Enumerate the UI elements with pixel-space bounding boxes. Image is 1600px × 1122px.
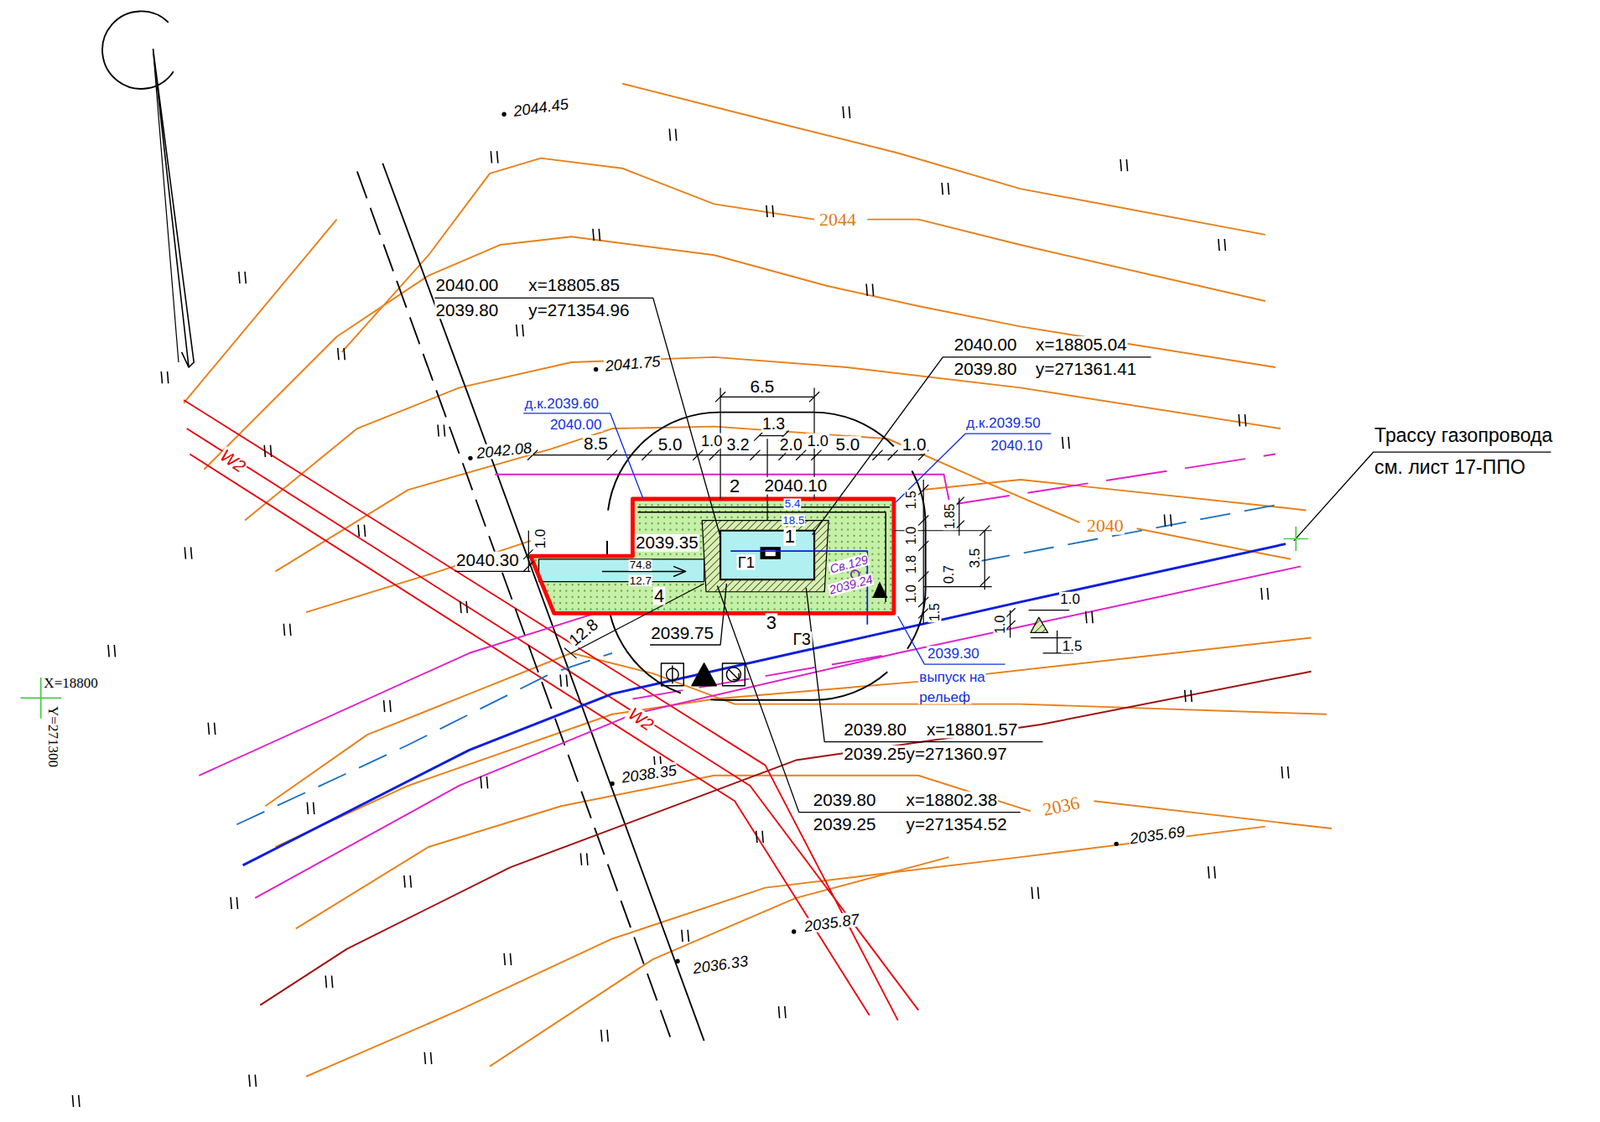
spot-elevation: 2038.35 bbox=[619, 762, 679, 786]
dimension-label: 2039.80 bbox=[842, 721, 908, 739]
dimension-label: 5.4 bbox=[784, 498, 802, 510]
dimension-label: 2039.30 bbox=[926, 645, 981, 660]
dimension-label: y=271360.97 bbox=[904, 745, 1008, 764]
coordinate-marker: Y=271300 bbox=[46, 705, 61, 769]
callout-number: Г3 bbox=[791, 631, 812, 648]
dimension-label: 12.7 bbox=[628, 575, 654, 587]
dimension-label: 1.5 bbox=[928, 602, 942, 623]
spot-elevation: 2042.08 bbox=[474, 439, 534, 461]
contour-label: 2036 bbox=[1040, 793, 1083, 820]
dimension-label: 74.8 bbox=[628, 559, 654, 571]
dimension-label: 1.8 bbox=[904, 554, 919, 575]
dimension-label: 18.5 bbox=[781, 514, 806, 526]
dimension-label: 5.0 bbox=[657, 436, 684, 454]
dimension-label: 1.0 bbox=[993, 613, 1008, 634]
dimension-label: 1.0 bbox=[532, 527, 547, 550]
contour-label: 2040 bbox=[1085, 516, 1125, 536]
callout-number: 1 bbox=[784, 527, 797, 546]
dimension-label: 2039.25 bbox=[812, 815, 878, 834]
dimension-label: 1.0 bbox=[1059, 592, 1081, 607]
dimension-label: 3.5 bbox=[967, 547, 982, 570]
dimension-label: 1.5 bbox=[904, 489, 919, 510]
dimension-label: 2039.75 bbox=[649, 624, 715, 643]
dimension-label: 0.7 bbox=[942, 564, 956, 585]
note-text: см. лист 17-ППО bbox=[1373, 457, 1527, 478]
dimension-label: 2039.35 bbox=[634, 534, 700, 552]
dimension-label: д.к.2039.60 bbox=[523, 395, 600, 411]
callout-number: 2 bbox=[728, 476, 742, 495]
spot-elevation: 2036.33 bbox=[690, 952, 750, 977]
dimension-label: 2040.00 bbox=[549, 417, 603, 432]
dimension-label: y=271354.96 bbox=[527, 301, 631, 320]
dimension-label: 3.2 bbox=[725, 436, 751, 453]
spot-elevation: 2041.75 bbox=[603, 353, 663, 374]
dimension-label: д.к.2039.50 bbox=[965, 415, 1042, 430]
dimension-label: 2040.00 bbox=[953, 336, 1019, 354]
dimension-label: 2040.10 bbox=[989, 437, 1044, 452]
dimension-label: x=18802.38 bbox=[904, 791, 998, 810]
dimension-label: 1.0 bbox=[904, 583, 919, 604]
spot-elevation: 2035.69 bbox=[1127, 823, 1187, 847]
dimension-label: 1.0 bbox=[700, 433, 724, 449]
coordinate-marker: X=18800 bbox=[42, 676, 99, 691]
spot-elevation: 2044.45 bbox=[511, 95, 571, 120]
spot-elevation: 2035.87 bbox=[802, 910, 862, 935]
dimension-label: 1.0 bbox=[900, 436, 927, 454]
dimension-label: 1.85 bbox=[943, 502, 957, 530]
dimension-label: x=18801.57 bbox=[925, 721, 1019, 739]
dimension-label: 1.5 bbox=[1061, 638, 1084, 654]
dimension-label: 1.0 bbox=[805, 433, 830, 449]
dimension-label: 8.5 bbox=[582, 435, 609, 453]
callout-number: 4 bbox=[653, 587, 666, 606]
dimension-label: 2.0 bbox=[778, 436, 804, 453]
callout-number: Г1 bbox=[737, 554, 756, 570]
dimension-label: x=18805.04 bbox=[1034, 336, 1128, 354]
dimension-label: 2040.00 bbox=[434, 276, 499, 295]
dimension-label: y=271354.52 bbox=[904, 815, 1008, 834]
dimension-label: 2039.80 bbox=[812, 791, 878, 810]
dimension-label: 2039.80 bbox=[434, 301, 499, 320]
callout-number: 3 bbox=[765, 612, 779, 632]
note-text: рельеф bbox=[918, 690, 972, 705]
dimension-label: 1.0 bbox=[904, 525, 919, 546]
dimension-label: 6.5 bbox=[748, 378, 775, 396]
contour-label: 2044 bbox=[818, 210, 858, 229]
dimension-label: 2039.25 bbox=[842, 745, 908, 764]
dimension-label: 2040.30 bbox=[455, 551, 520, 570]
note-text: выпуск на bbox=[918, 669, 987, 684]
dimension-label: 1.3 bbox=[761, 415, 787, 432]
dimension-label: 5.0 bbox=[834, 436, 861, 454]
note-text: Трассу газопровода bbox=[1373, 425, 1554, 446]
dimension-label: 2039.80 bbox=[953, 360, 1019, 379]
dimension-label: y=271361.41 bbox=[1034, 360, 1138, 379]
dimension-label: x=18805.85 bbox=[527, 276, 621, 295]
dimension-label: 2040.10 bbox=[763, 477, 828, 495]
